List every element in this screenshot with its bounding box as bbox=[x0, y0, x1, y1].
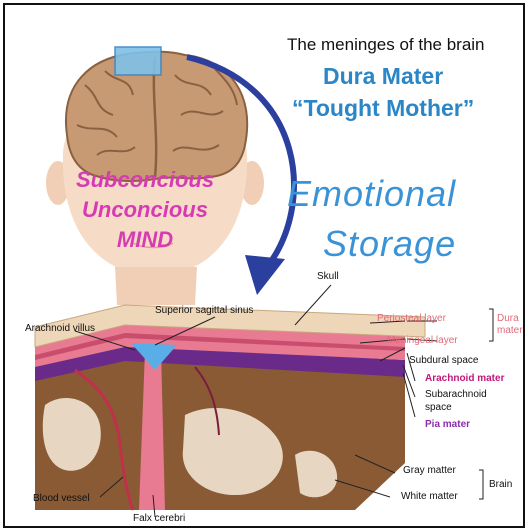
arrow-head bbox=[245, 255, 285, 295]
label-subarachnoid-line2: space bbox=[425, 402, 452, 413]
neck bbox=[115, 267, 197, 305]
emotional-line1: Emotional bbox=[287, 173, 456, 215]
label-dura-mater: Dura mater bbox=[497, 313, 523, 337]
label-blood-vessel: Blood vessel bbox=[33, 493, 90, 504]
highlight-box bbox=[115, 47, 161, 75]
label-gray-matter: Gray matter bbox=[403, 465, 456, 476]
label-subarachnoid-line1: Subarachnoid bbox=[425, 389, 487, 400]
head-text-mind: MIND bbox=[55, 227, 235, 253]
diagram-frame: The meninges of the brain Dura Mater “To… bbox=[3, 3, 525, 528]
label-arachnoid-mater: Arachnoid mater bbox=[425, 373, 504, 384]
emotional-line2: Storage bbox=[323, 223, 456, 265]
head-text-unconscious: Unconcious bbox=[55, 197, 235, 223]
label-skull: Skull bbox=[317, 271, 339, 282]
label-falx-cerebri: Falx cerebri bbox=[133, 513, 185, 524]
illustration bbox=[5, 5, 525, 528]
label-white-matter: White matter bbox=[401, 491, 458, 502]
label-meningeal-layer: Meningeal layer bbox=[387, 335, 458, 346]
label-dura-mater-line2: mater bbox=[497, 325, 523, 337]
header-title: Dura Mater bbox=[323, 63, 443, 90]
label-pia-mater: Pia mater bbox=[425, 419, 470, 430]
label-superior-sagittal-sinus: Superior sagittal sinus bbox=[155, 305, 253, 316]
label-subdural-space: Subdural space bbox=[409, 355, 479, 366]
label-brain: Brain bbox=[489, 479, 512, 490]
meninges-block bbox=[35, 305, 425, 510]
label-periosteal-layer: Periosteal layer bbox=[377, 313, 446, 324]
label-dura-mater-line1: Dura bbox=[497, 313, 523, 325]
header-nickname: “Tought Mother” bbox=[292, 95, 474, 122]
header-subtitle: The meninges of the brain bbox=[287, 35, 485, 55]
label-arachnoid-villus: Arachnoid villus bbox=[25, 323, 95, 334]
head-text-subconscious: Subconcious bbox=[55, 167, 235, 193]
